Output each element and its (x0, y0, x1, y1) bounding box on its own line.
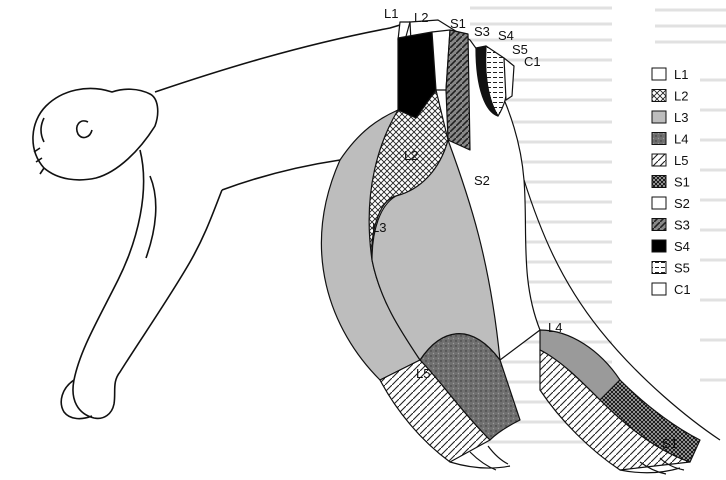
ear-outline (77, 121, 92, 138)
dermatome-regions (321, 20, 540, 462)
legend-label-s1: S1 (674, 175, 690, 190)
label-s1: S1 (450, 16, 466, 31)
back-outline (155, 22, 410, 92)
label-l2-thigh: L2 (404, 148, 418, 163)
label-l3: L3 (372, 220, 386, 235)
arm-outline (73, 150, 222, 418)
legend-label-l3: L3 (674, 110, 688, 125)
label-l2: L2 (414, 10, 428, 25)
region-c1 (504, 58, 514, 100)
legend-swatch-s1 (652, 176, 666, 188)
label-s4: S4 (498, 28, 514, 43)
legend-swatch-s4 (652, 240, 666, 252)
label-s3: S3 (474, 24, 490, 39)
legend-swatch-s2 (652, 197, 666, 209)
label-l1: L1 (384, 6, 398, 21)
label-l5: L5 (416, 366, 430, 381)
legend-label-c1: C1 (674, 282, 691, 297)
legend-label-l1: L1 (674, 67, 688, 82)
legend-swatch-c1 (652, 283, 666, 295)
legend-label-s5: S5 (674, 261, 690, 276)
legend-swatch-l2 (652, 90, 666, 102)
legend-swatch-s5 (652, 262, 666, 274)
legend-label-l2: L2 (674, 89, 688, 104)
legend-swatch-l1 (652, 68, 666, 80)
legend-label-s2: S2 (674, 196, 690, 211)
label-c1: C1 (524, 54, 541, 69)
head-outline (33, 88, 158, 179)
hand-outline (61, 380, 92, 419)
legend-label-s4: S4 (674, 239, 690, 254)
legend-swatch-l4 (652, 133, 666, 145)
legend-swatch-l5 (652, 154, 666, 166)
arm-inner (146, 176, 156, 258)
label-s1-foot: S1 (662, 436, 678, 451)
label-l4: L4 (548, 320, 562, 335)
legend-label-s3: S3 (674, 218, 690, 233)
legend-label-l4: L4 (674, 132, 688, 147)
label-s2: S2 (474, 173, 490, 188)
waist-outline (222, 160, 340, 190)
legend-label-l5: L5 (674, 153, 688, 168)
legend-swatch-l3 (652, 111, 666, 123)
legend-swatch-s3 (652, 219, 666, 231)
region-s3 (446, 30, 470, 150)
